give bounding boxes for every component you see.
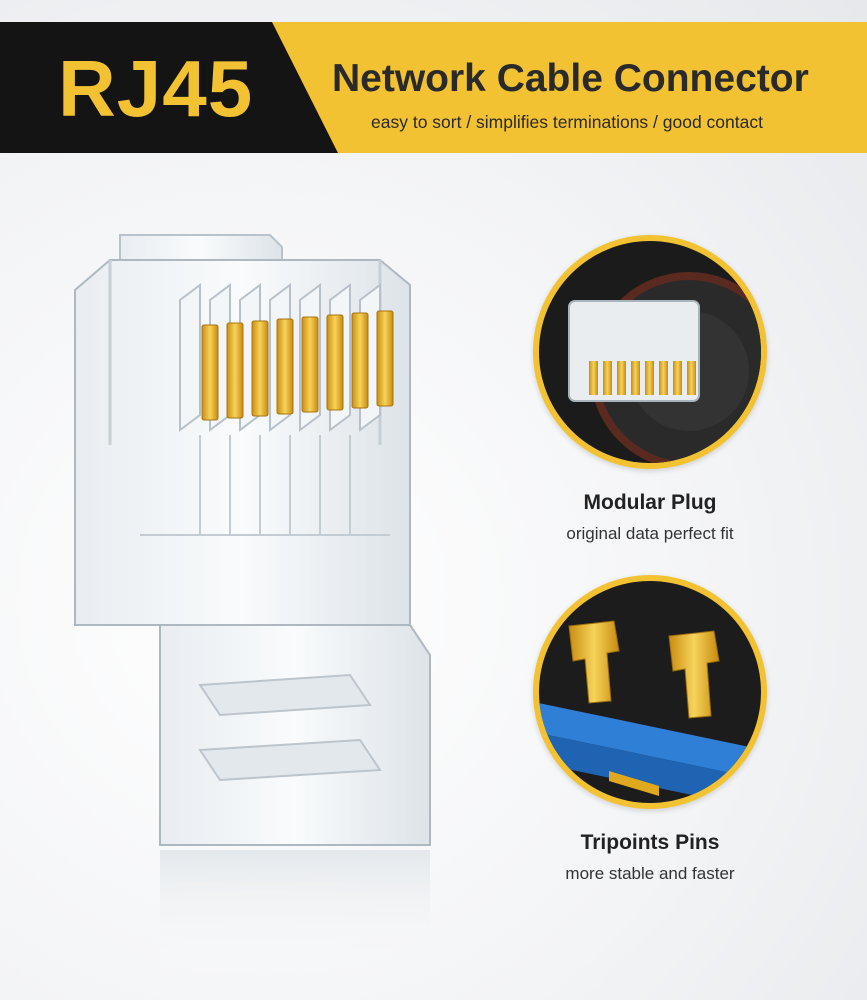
callout-title: Modular Plug [583, 491, 717, 514]
modular-plug-closeup-icon [533, 235, 767, 469]
tagline: easy to sort / simplifies terminations /… [371, 112, 763, 132]
headline: Network Cable Connector [332, 57, 809, 100]
brand-title: RJ45 [58, 44, 254, 133]
callout-modular-plug: Modular Plug original data perfect fit [525, 235, 775, 547]
rj45-connector-image [74, 234, 431, 985]
callout-tripoint-pins: Tripoints Pins more stable and faster [525, 575, 775, 887]
callout-title: Tripoints Pins [580, 831, 720, 854]
tripoint-pins-closeup-icon [533, 575, 767, 809]
callout-subtitle: more stable and faster [565, 864, 735, 883]
header-banner: RJ45 Network Cable Connector easy to sor… [0, 22, 867, 153]
callout-subtitle: original data perfect fit [566, 524, 734, 543]
banner-accent-panel [272, 22, 867, 153]
